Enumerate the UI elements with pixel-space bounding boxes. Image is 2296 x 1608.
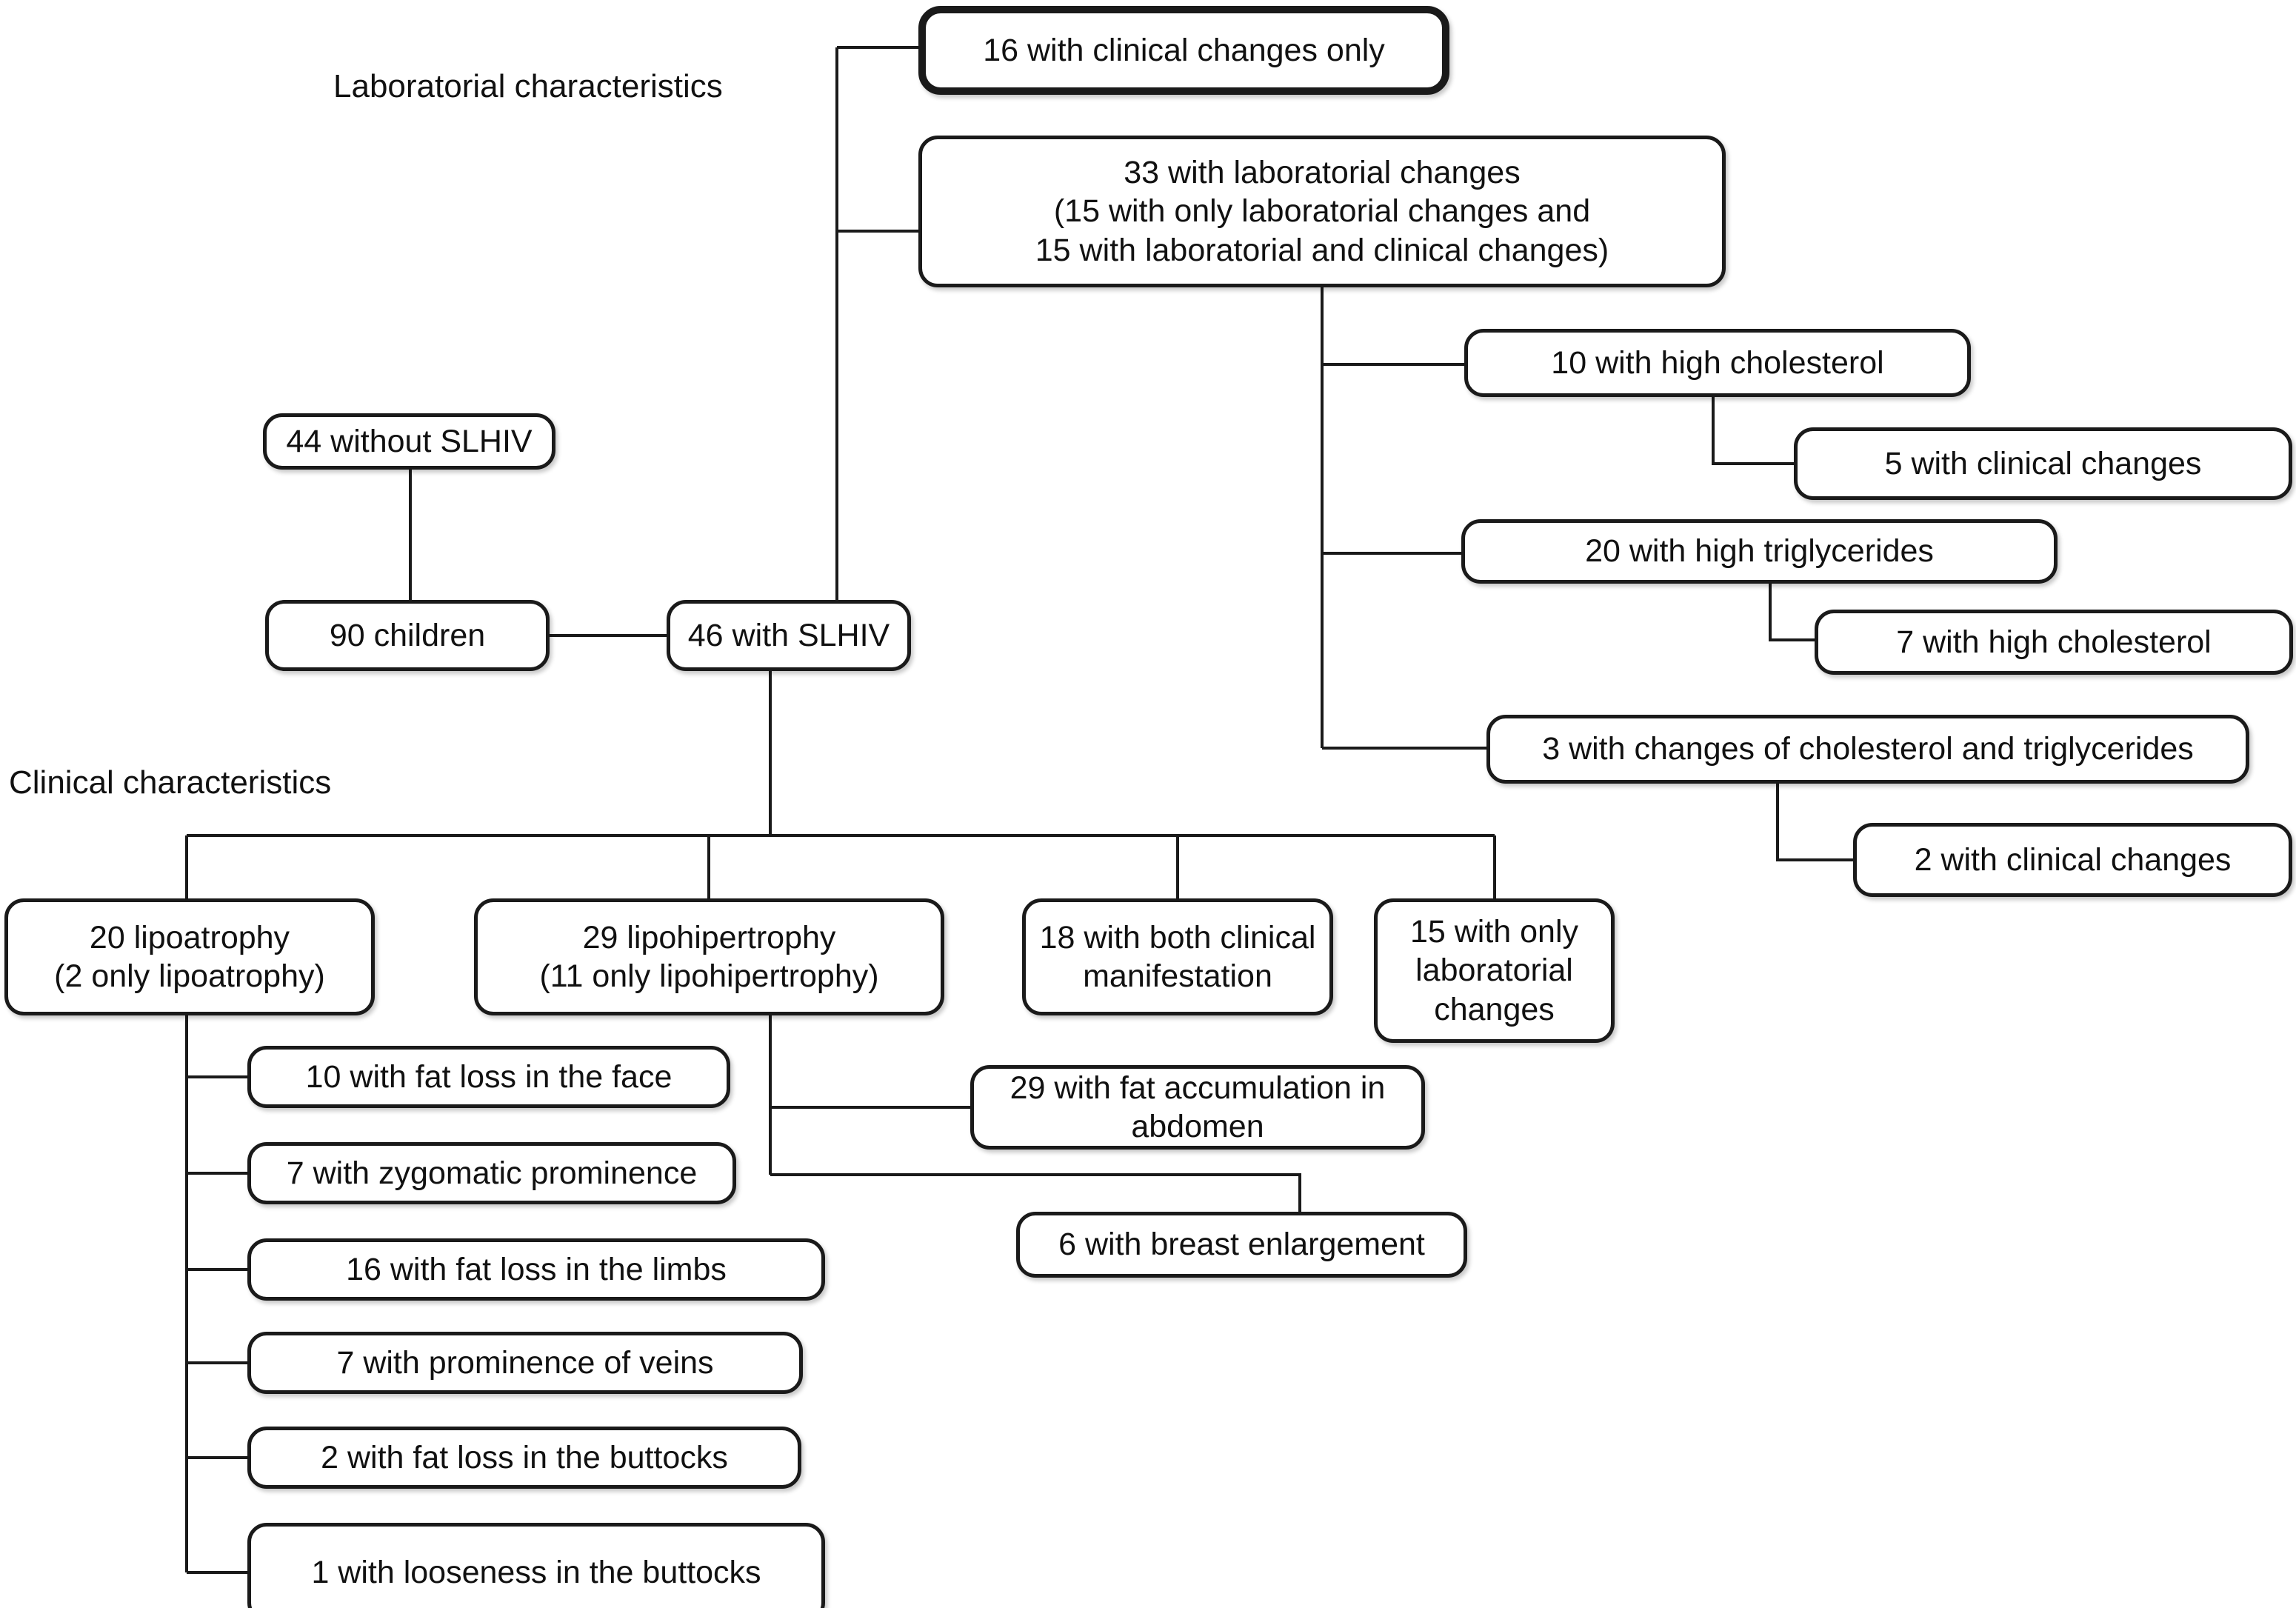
node-2-clinical-changes: 2 with clinical changes (1853, 823, 2292, 897)
node-3-cholesterol-and-triglycerides: 3 with changes of cholesterol and trigly… (1486, 715, 2249, 784)
node-10-high-cholesterol: 10 with high cholesterol (1464, 329, 1971, 397)
connector-elbow-breast-enlargement (770, 1173, 1301, 1212)
node-7-zygomatic-prominence: 7 with zygomatic prominence (247, 1142, 736, 1204)
node-5-clinical-changes: 5 with clinical changes (1794, 427, 2292, 500)
connector-elbow-triglycerides-to-cholesterol (1769, 584, 1815, 641)
connector-elbow-cholesterol-to-clinical (1712, 397, 1794, 465)
node-1-looseness-buttocks: 1 with looseness in the buttocks (247, 1523, 825, 1608)
node-16-clinical-changes-only: 16 with clinical changes only (918, 6, 1449, 95)
clinical-characteristics-label: Clinical characteristics (9, 764, 332, 801)
node-16-fat-loss-limbs: 16 with fat loss in the limbs (247, 1238, 825, 1301)
node-6-breast-enlargement: 6 with breast enlargement (1016, 1212, 1467, 1278)
node-20-lipoatrophy: 20 lipoatrophy (2 only lipoatrophy) (4, 898, 375, 1015)
node-90-children: 90 children (265, 600, 550, 671)
node-20-high-triglycerides: 20 with high triglycerides (1461, 519, 2058, 584)
node-2-fat-loss-buttocks: 2 with fat loss in the buttocks (247, 1427, 801, 1489)
node-7-prominence-veins: 7 with prominence of veins (247, 1332, 803, 1394)
node-46-with-slhiv: 46 with SLHIV (667, 600, 911, 671)
node-29-lipohipertrophy: 29 lipohipertrophy (11 only lipohipertro… (474, 898, 944, 1015)
node-7-high-cholesterol: 7 with high cholesterol (1815, 610, 2293, 675)
node-10-fat-loss-face: 10 with fat loss in the face (247, 1046, 730, 1108)
node-18-both-clinical: 18 with both clinical manifestation (1022, 898, 1333, 1015)
node-15-only-laboratorial: 15 with only laboratorial changes (1374, 898, 1615, 1043)
node-33-laboratorial-changes: 33 with laboratorial changes (15 with on… (918, 136, 1726, 287)
connector-elbow-both-to-clinical (1776, 784, 1853, 861)
node-29-fat-accumulation-abdomen: 29 with fat accumulation in abdomen (970, 1065, 1425, 1150)
laboratorial-characteristics-label: Laboratorial characteristics (333, 68, 723, 104)
node-44-without-slhiv: 44 without SLHIV (263, 413, 555, 470)
